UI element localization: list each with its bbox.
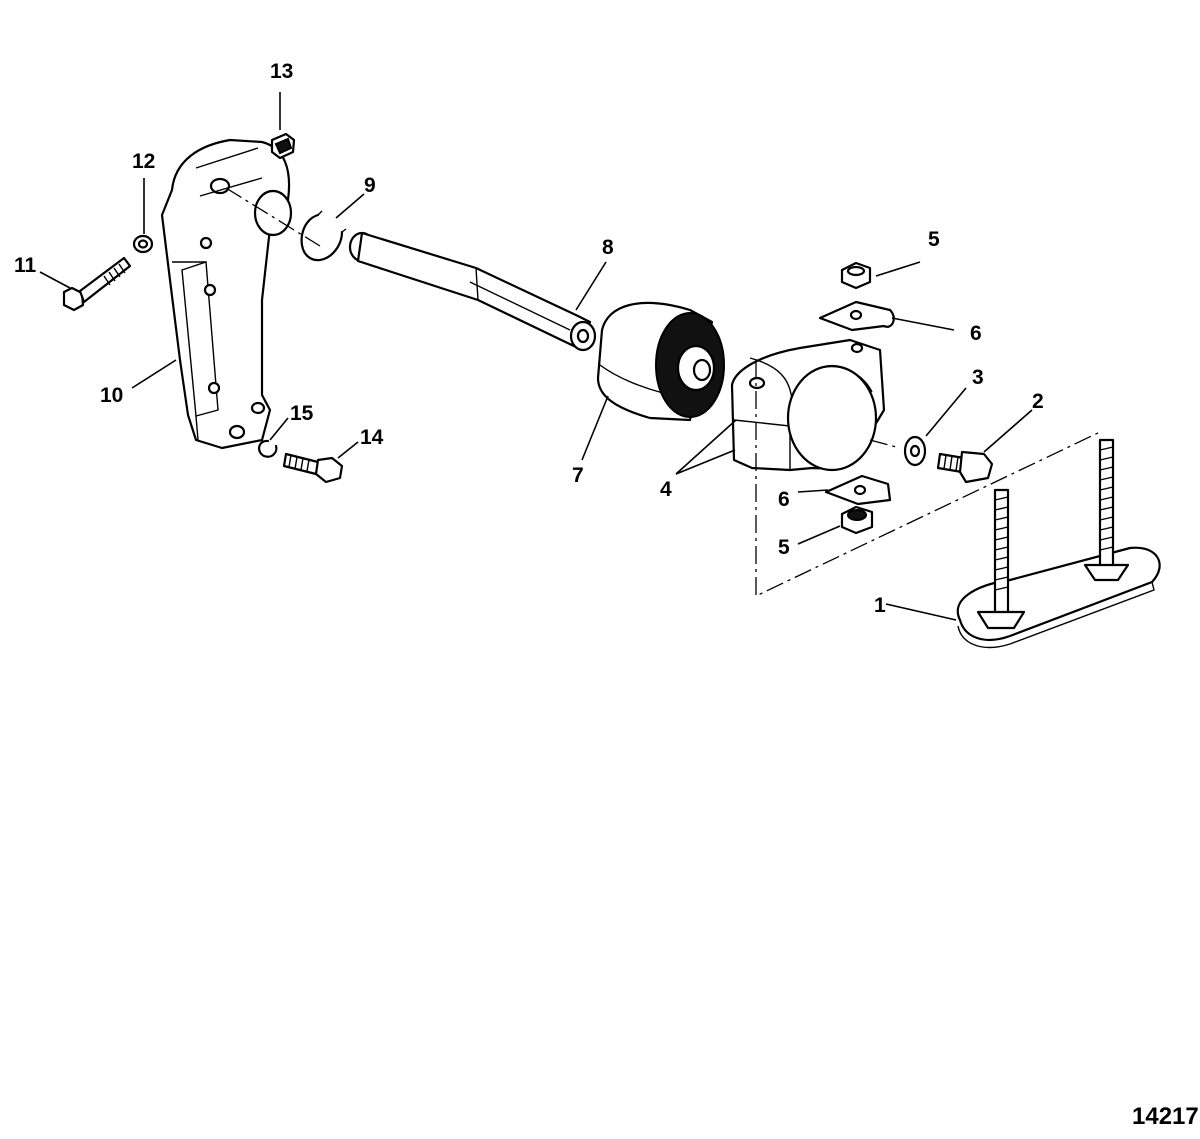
callout-7: 7 (572, 464, 584, 487)
clamp-4 (730, 338, 886, 472)
bolt-2 (936, 450, 994, 484)
nut-5-bottom (840, 505, 874, 535)
nut-13 (270, 132, 296, 160)
callout-12: 12 (132, 150, 155, 173)
callout-2: 2 (1032, 390, 1044, 413)
callout-5-top: 5 (928, 228, 940, 251)
callout-11: 11 (14, 254, 37, 277)
leader-lines (39, 92, 1033, 621)
callout-4: 4 (660, 478, 672, 501)
bracket-6-bottom (824, 474, 892, 506)
nut-5-top (840, 261, 872, 290)
callout-14: 14 (360, 426, 384, 449)
bracket-6-top (818, 300, 895, 332)
screw-14 (282, 452, 344, 484)
callout-9: 9 (364, 174, 376, 197)
bushing-7 (596, 301, 725, 422)
alignment-lines (225, 187, 1101, 598)
lever-arm (160, 138, 293, 450)
callouts: 13 12 9 11 8 5 6 3 2 10 15 14 7 4 6 5 1 (14, 60, 1044, 617)
callout-5-bottom: 5 (778, 536, 790, 559)
figure-number: 14217 (1132, 1103, 1199, 1130)
callout-8: 8 (602, 236, 614, 259)
bolt-11 (62, 256, 132, 312)
callout-6-top: 6 (970, 322, 982, 345)
callout-3: 3 (972, 366, 984, 389)
washer-12 (132, 234, 154, 254)
callout-6-bottom: 6 (778, 488, 790, 511)
shaft-8 (348, 231, 597, 352)
callout-13: 13 (270, 60, 293, 83)
callout-10: 10 (100, 384, 123, 407)
washer-3 (903, 435, 927, 467)
base-plate-1 (956, 438, 1161, 649)
snap-ring-9 (300, 210, 347, 262)
callout-15: 15 (290, 402, 314, 425)
clip-15 (258, 439, 278, 458)
callout-1: 1 (874, 594, 886, 617)
